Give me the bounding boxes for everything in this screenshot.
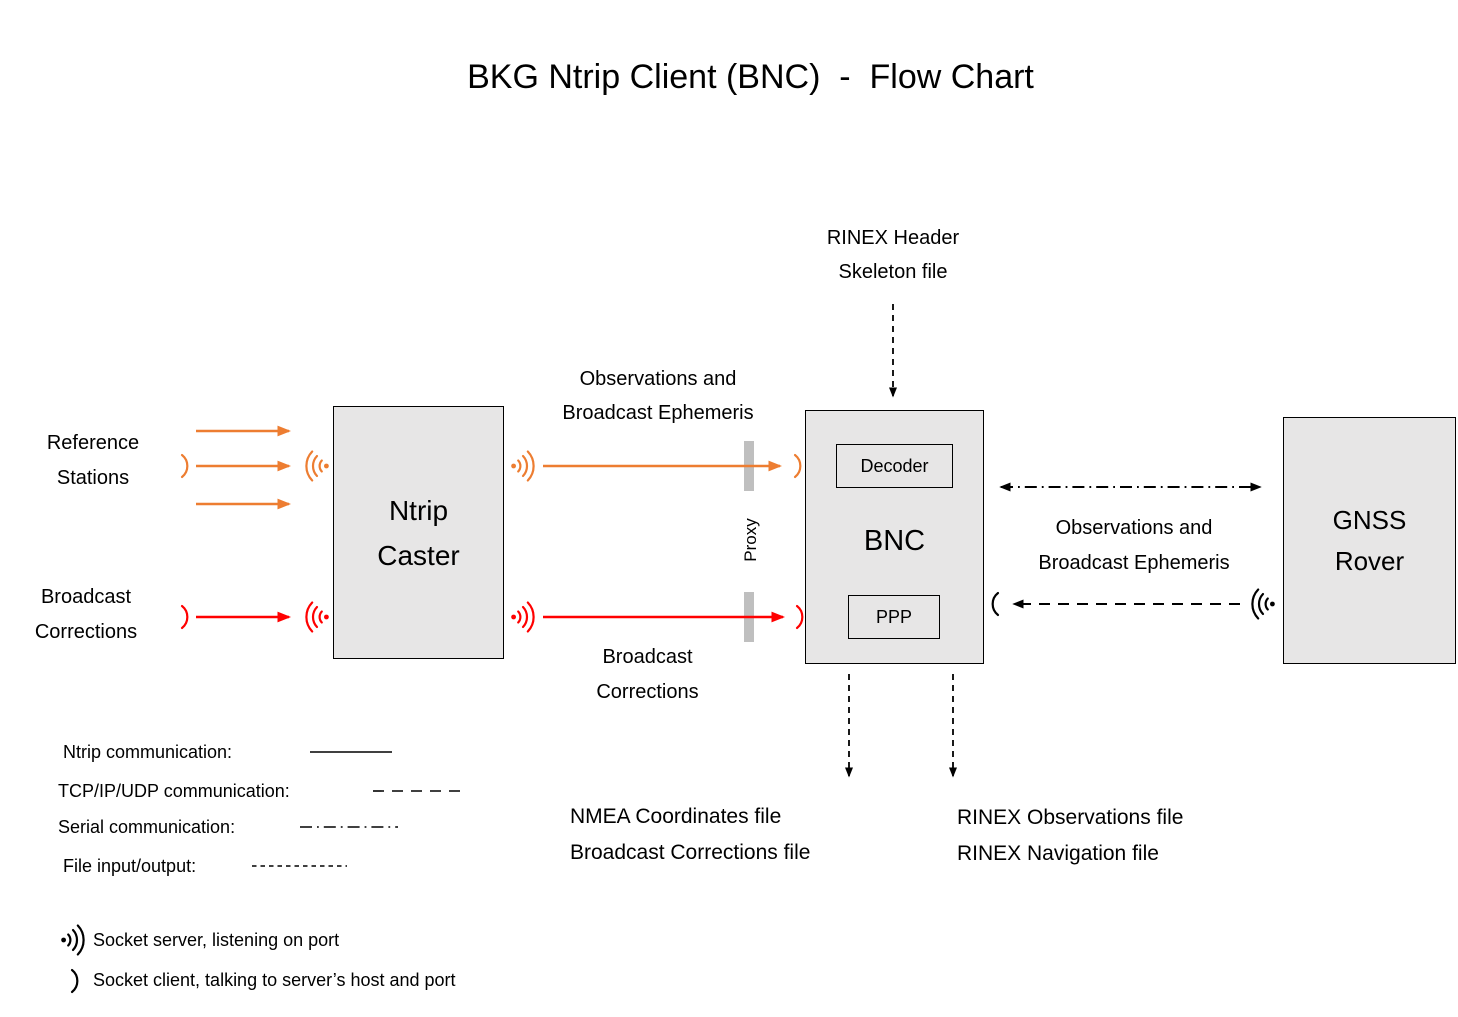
observations-ephemeris-label-right: Observations and Broadcast Ephemeris <box>1038 517 1230 574</box>
rinex-output-label: RINEX Observations file RINEX Navigation… <box>957 806 1184 865</box>
socket-server-icon-caster-in-bottom <box>305 601 330 633</box>
legend-file-label: File input/output: <box>63 856 197 876</box>
socket-server-icon-caster-out-bottom <box>510 601 535 633</box>
ppp-label: PPP <box>875 606 913 627</box>
bnc-node: Decoder BNC PPP <box>805 410 984 664</box>
socket-server-icon-rover <box>1251 588 1276 620</box>
page-title: BKG Ntrip Client (BNC) - Flow Chart <box>467 58 1034 96</box>
legend-serial-label: Serial communication: <box>58 817 236 837</box>
socket-client-icon-bnc-tcp <box>991 591 1000 617</box>
ntrip-caster-label: Ntrip Caster <box>377 494 460 571</box>
decoder-label: Decoder <box>860 455 929 476</box>
socket-client-icon-corrections <box>180 604 189 630</box>
proxy-label: Proxy <box>741 518 760 562</box>
broadcast-corrections-flow-label: Broadcast Corrections <box>596 646 699 703</box>
socket-server-icon-caster-out-top <box>510 450 535 482</box>
legend-socket-server-icon <box>60 924 85 956</box>
broadcast-corrections-input-label: Broadcast Corrections <box>34 586 138 643</box>
ppp-node: PPP <box>848 595 940 639</box>
socket-client-icon-bnc-corrections <box>795 604 804 630</box>
socket-client-icon-reference <box>180 453 189 479</box>
legend-ntrip-label: Ntrip communication: <box>63 742 233 762</box>
legend-socket-client-label: Socket client, talking to server’s host … <box>93 970 456 990</box>
ntrip-caster-node: Ntrip Caster <box>333 406 504 659</box>
observations-ephemeris-label-left: Observations and Broadcast Ephemeris <box>562 368 754 424</box>
bnc-label: BNC <box>863 525 926 557</box>
reference-stations-label: Reference Stations <box>46 432 140 489</box>
gnss-rover-node: GNSS Rover <box>1283 417 1456 664</box>
legend-socket-server-label: Socket server, listening on port <box>93 930 340 950</box>
socket-server-icon-caster-in-top <box>305 450 330 482</box>
legend-socket-client-icon <box>70 968 79 994</box>
legend-tcp-label: TCP/IP/UDP communication: <box>58 781 290 801</box>
gnss-rover-label: GNSS Rover <box>1332 504 1407 576</box>
decoder-node: Decoder <box>836 444 953 488</box>
socket-client-icon-bnc-observations <box>793 453 802 479</box>
rinex-skeleton-label: RINEX Header Skeleton file <box>826 227 960 283</box>
nmea-output-label: NMEA Coordinates file Broadcast Correcti… <box>570 805 811 864</box>
